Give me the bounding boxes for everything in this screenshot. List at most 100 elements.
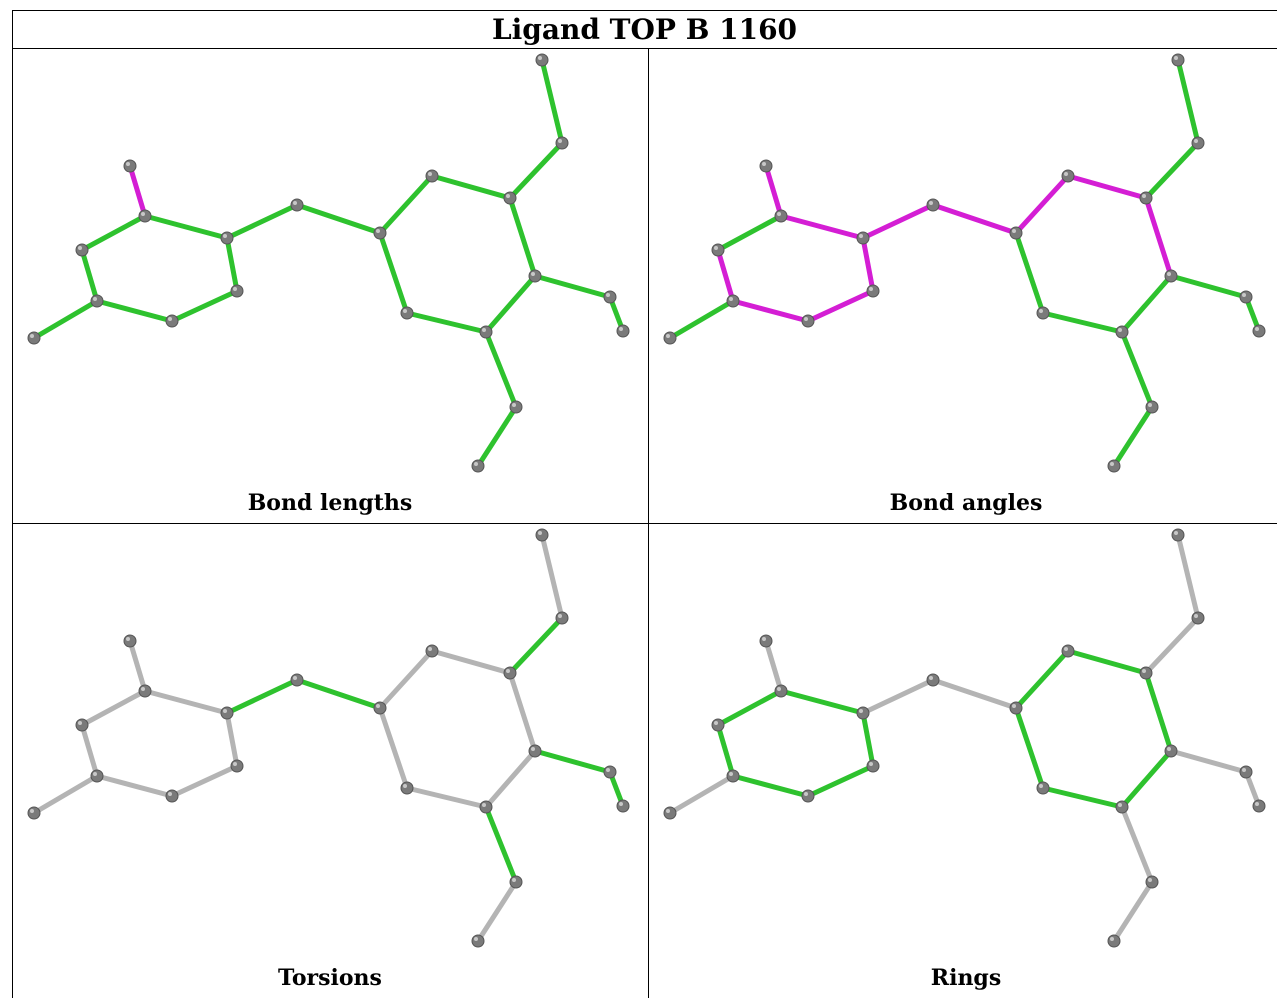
atom-highlight [1174,531,1178,535]
atom-16 [616,799,630,813]
atom-highlight [93,772,97,776]
panel-caption: Bond lengths [247,490,413,516]
bond-7 [31,773,100,816]
atom-highlight [1167,272,1171,276]
atom-12 [555,611,569,625]
atom-11 [1139,191,1153,205]
atom-18 [1145,875,1159,889]
bond-8 [224,202,300,241]
atom-highlight [762,637,766,641]
bond-2 [169,288,240,324]
bond-14 [1040,310,1125,335]
atom-highlight [762,162,766,166]
bond-17 [539,532,565,621]
atom-20 [400,781,414,795]
atom-16 [1252,324,1266,338]
atom-9 [373,701,387,715]
bond-18 [1168,748,1249,775]
bond-6 [127,163,148,219]
atom-highlight [168,792,172,796]
atom-16 [1252,799,1266,813]
atom-0 [123,634,137,648]
atom-highlight [1118,328,1122,332]
atom-8 [290,673,304,687]
bond-15 [1013,705,1046,791]
atom-highlight [1110,937,1114,941]
panel-bond-angles: Bond angles [648,48,1277,524]
bond-0 [142,688,230,716]
bond-3 [730,298,811,324]
atom-highlight [531,272,535,276]
bond-20 [1119,329,1155,410]
atom-7 [27,806,41,820]
atom-12 [1191,136,1205,150]
atom-7 [663,806,677,820]
atom-highlight [1064,172,1068,176]
atom-highlight [223,709,227,713]
atom-highlight [512,878,516,882]
bond-20 [1119,804,1155,885]
bond-0 [142,213,230,241]
atom-highlight [1174,56,1178,60]
atom-3 [866,759,880,773]
atom-highlight [141,687,145,691]
grid-line-under-title [12,48,1277,49]
atom-highlight [1110,462,1114,466]
atom-15 [1239,290,1253,304]
panel-caption: Rings [930,965,1002,991]
atom-2 [856,231,870,245]
atom-11 [1139,666,1153,680]
atom-highlight [619,802,623,806]
bond-6 [763,163,784,219]
atom-highlight [1142,669,1146,673]
atom-highlight [1064,647,1068,651]
bond-15 [377,705,410,791]
atom-highlight [777,212,781,216]
bond-14 [1040,785,1125,810]
atom-8 [290,198,304,212]
bond-13 [1119,273,1174,335]
bond-9 [930,202,1019,236]
bond-3 [94,298,175,324]
atom-12 [1191,611,1205,625]
bond-7 [667,773,736,816]
bond-12 [507,670,538,754]
atom-highlight [78,721,82,725]
bond-7 [667,298,736,341]
figure-title: Ligand TOP B 1160 [491,12,798,46]
bond-4 [715,247,736,304]
atom-highlight [859,709,863,713]
panel-caption: Torsions [278,965,382,991]
bond-9 [930,677,1019,711]
atom-6 [75,718,89,732]
bond-2 [805,763,876,799]
panel-rings: Rings [648,523,1277,999]
atom-highlight [78,246,82,250]
atom-0 [123,159,137,173]
atom-4 [801,789,815,803]
atom-10 [425,644,439,658]
bond-13 [483,748,538,810]
atom-highlight [606,768,610,772]
atom-highlight [126,162,130,166]
atom-1 [774,209,788,223]
atom-highlight [804,317,808,321]
bond-10 [377,173,435,236]
atom-0 [759,159,773,173]
bond-17 [1175,532,1201,621]
atom-highlight [1242,768,1246,772]
atom-highlight [606,293,610,297]
atom-6 [75,243,89,257]
bond-5 [715,688,784,728]
atom-14 [1164,744,1178,758]
atom-highlight [506,194,510,198]
atom-2 [220,231,234,245]
atom-3 [230,759,244,773]
atom-4 [801,314,815,328]
bond-16 [507,140,565,201]
atom-highlight [428,647,432,651]
atom-6 [711,718,725,732]
atom-highlight [141,212,145,216]
bond-21 [1111,879,1155,944]
